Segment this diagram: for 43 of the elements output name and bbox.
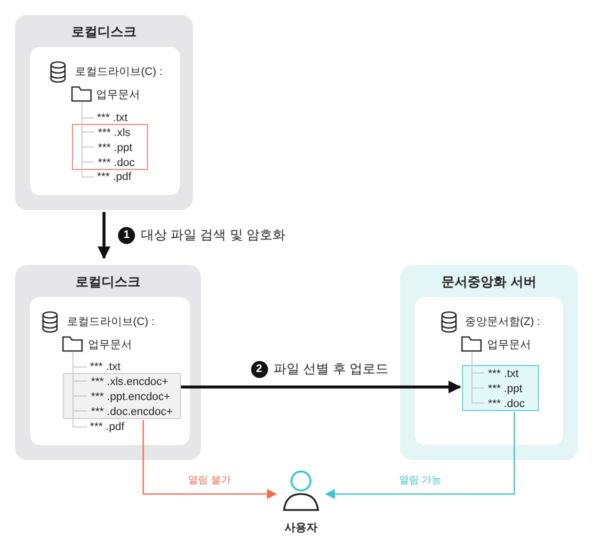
- folder-label: 업무문서: [462, 337, 547, 352]
- card: [30, 47, 180, 195]
- panel: [15, 265, 201, 460]
- arrow: [98, 212, 110, 260]
- file-label: *** .ppt: [98, 141, 148, 155]
- file-label: *** .txt: [97, 111, 147, 125]
- file-label: *** .xls.encdoc+: [91, 375, 181, 389]
- panel: [15, 15, 193, 210]
- file-label: *** .txt: [90, 360, 150, 374]
- step-number: 1: [118, 226, 135, 244]
- card: [30, 297, 190, 445]
- file-label: *** .pdf: [97, 170, 147, 184]
- folder-label: 업무문서: [72, 87, 162, 102]
- highlight-box: [63, 373, 181, 419]
- panel-title: 문서중앙화 서버: [440, 273, 538, 291]
- file-label: *** .xls: [98, 126, 148, 140]
- file-label: *** .pdf: [90, 420, 150, 434]
- highlight-box: [462, 365, 539, 411]
- file-label: *** .doc: [98, 156, 148, 170]
- arrow: [142, 420, 277, 499]
- file-label: *** .ppt: [488, 382, 538, 396]
- edge-label: 대상 파일 검색 및 암호화: [139, 226, 288, 244]
- edge-label: 열림 불가: [186, 473, 233, 487]
- arrow: [325, 412, 515, 499]
- tree-line: [82, 102, 94, 178]
- file-label: *** .ppt.encdoc+: [91, 390, 181, 404]
- file-label: 로컬드라이브(C) :: [67, 315, 167, 329]
- panel-title: 로컬디스크: [70, 23, 138, 41]
- edge-label: 열림 가능: [396, 473, 444, 487]
- panel-title: 로컬디스크: [74, 273, 142, 291]
- file-label: *** .doc.encdoc+: [91, 405, 181, 419]
- card: [415, 297, 563, 445]
- person-label: 사용자: [284, 521, 318, 535]
- edge-label: 파일 선별 후 업로드: [272, 360, 390, 378]
- step-number: 2: [250, 360, 268, 378]
- arrow: [181, 380, 462, 394]
- file-label: 로컬드라이브(C) :: [75, 65, 175, 79]
- panel: [400, 265, 578, 460]
- folder-label: 업무문서: [63, 337, 153, 352]
- highlight-box: [72, 124, 148, 170]
- file-label: 중앙문서함(Z) :: [465, 315, 555, 329]
- file-label: *** .txt: [488, 367, 538, 381]
- file-label: *** .doc: [488, 397, 538, 411]
